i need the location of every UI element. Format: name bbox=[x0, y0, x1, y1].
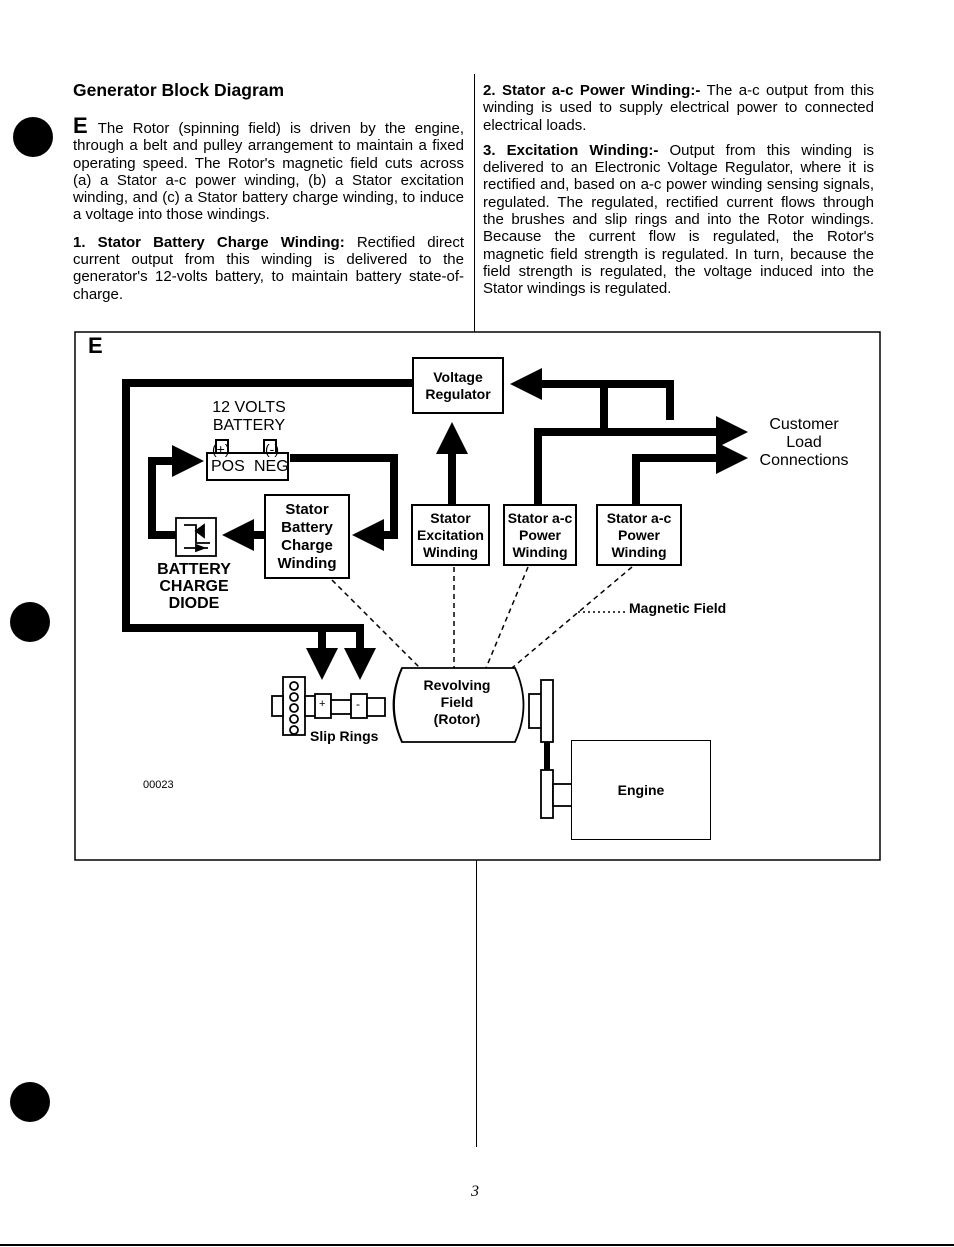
voltage-regulator-line2: Regulator bbox=[425, 385, 491, 402]
charge-winding-line1: Stator bbox=[285, 500, 329, 518]
magnetic-field-label: Magnetic Field bbox=[629, 600, 727, 616]
battery-minus-label: (-) bbox=[265, 441, 279, 457]
page-bottom-rule bbox=[0, 1244, 954, 1246]
item1-title: 1. Stator Battery Charge Winding: bbox=[73, 233, 345, 251]
slip-ring-minus: - bbox=[356, 697, 360, 711]
wire-power-b-to-load bbox=[632, 442, 748, 505]
battery-neg-label: NEG bbox=[254, 458, 289, 475]
power-b-line2: Power bbox=[617, 526, 660, 543]
power-a-line1: Stator a-c bbox=[507, 509, 573, 526]
wire-sensing-to-regulator bbox=[510, 368, 674, 420]
diode-label-line3: DIODE bbox=[168, 595, 220, 612]
rotor-line2: Field bbox=[440, 694, 474, 710]
battery-terminal-graphics bbox=[215, 439, 277, 452]
charge-winding-line2: Battery bbox=[281, 518, 333, 536]
power-a-line2: Power bbox=[518, 526, 561, 543]
power-a-line3: Winding bbox=[512, 543, 568, 560]
voltage-regulator-line1: Voltage bbox=[433, 368, 483, 385]
item3-title: 3. Excitation Winding:- bbox=[483, 141, 659, 159]
intro-text: The Rotor (spinning field) is driven by … bbox=[73, 120, 464, 224]
wire-to-slip-ring-plus bbox=[126, 624, 338, 680]
power-b-line3: Winding bbox=[611, 543, 667, 560]
right-column: 2. Stator a-c Power Winding:- The a-c ou… bbox=[483, 82, 874, 306]
magnetic-field-lines bbox=[331, 566, 633, 669]
diode-label-line1: BATTERY bbox=[157, 561, 231, 578]
battery-title-line2: BATTERY bbox=[212, 416, 286, 434]
item3-paragraph: 3. Excitation Winding:- Output from this… bbox=[483, 142, 874, 298]
figure-letter: E bbox=[88, 333, 103, 358]
figure-code: 00023 bbox=[143, 779, 174, 791]
charge-winding-line3: Charge bbox=[281, 536, 333, 554]
battery-pos-label: POS bbox=[211, 458, 245, 475]
wire-power-a-to-load bbox=[534, 416, 748, 505]
hole-punch-top bbox=[13, 117, 53, 157]
battery-plus-label: (+) bbox=[212, 441, 230, 457]
slip-ring-assembly bbox=[271, 676, 386, 736]
charge-winding-line4: Winding bbox=[277, 554, 337, 572]
item3-text: Output from this winding is delivered to… bbox=[483, 141, 874, 298]
column-divider-top bbox=[474, 74, 475, 332]
wire-diode-to-pos bbox=[148, 445, 204, 539]
slip-ring-plus: + bbox=[319, 698, 326, 710]
slip-rings-label: Slip Rings bbox=[310, 728, 379, 744]
power-b-line1: Stator a-c bbox=[606, 509, 672, 526]
engine-box: Engine bbox=[571, 740, 711, 840]
rotor-line1: Revolving bbox=[423, 677, 491, 693]
rotor-body bbox=[392, 667, 525, 743]
battery-title: 12 VOLTS BATTERY bbox=[207, 399, 291, 434]
diode-label: BATTERY CHARGE DIODE bbox=[152, 561, 236, 612]
item1-paragraph: 1. Stator Battery Charge Winding: Rectif… bbox=[73, 234, 464, 303]
hole-punch-bottom bbox=[10, 1082, 50, 1122]
customer-load-line2: Load bbox=[786, 434, 822, 451]
pulley-belt bbox=[528, 679, 574, 819]
excitation-line3: Winding bbox=[422, 543, 479, 560]
item2-paragraph: 2. Stator a-c Power Winding:- The a-c ou… bbox=[483, 82, 874, 134]
battery-body bbox=[206, 452, 289, 481]
diode-label-line2: CHARGE bbox=[159, 578, 229, 595]
diode-symbol bbox=[175, 517, 217, 557]
engine-label: Engine bbox=[617, 781, 665, 798]
excitation-line1: Stator bbox=[430, 509, 471, 526]
rotor-label: Revolving Field (Rotor) bbox=[412, 677, 502, 728]
page-title: Generator Block Diagram bbox=[73, 80, 285, 100]
customer-load-line1: Customer bbox=[769, 416, 839, 433]
item1-text: Rectified direct current output from thi… bbox=[73, 233, 464, 303]
item2-title: 2. Stator a-c Power Winding:- bbox=[483, 82, 701, 99]
column-divider-bottom bbox=[476, 860, 477, 1147]
battery-title-line1: 12 VOLTS bbox=[212, 399, 286, 416]
excitation-line2: Excitation bbox=[417, 526, 484, 543]
page-number: 3 bbox=[471, 1183, 479, 1200]
item2-text: The a-c output from this winding is used… bbox=[483, 82, 874, 134]
customer-load-line3: Connections bbox=[759, 452, 849, 469]
figure-frame bbox=[74, 331, 881, 861]
intro-letter: E bbox=[73, 113, 88, 138]
customer-load-label: Customer Load Connections bbox=[756, 416, 852, 470]
hole-punch-middle bbox=[10, 602, 50, 642]
rotor-line3: (Rotor) bbox=[433, 711, 481, 727]
